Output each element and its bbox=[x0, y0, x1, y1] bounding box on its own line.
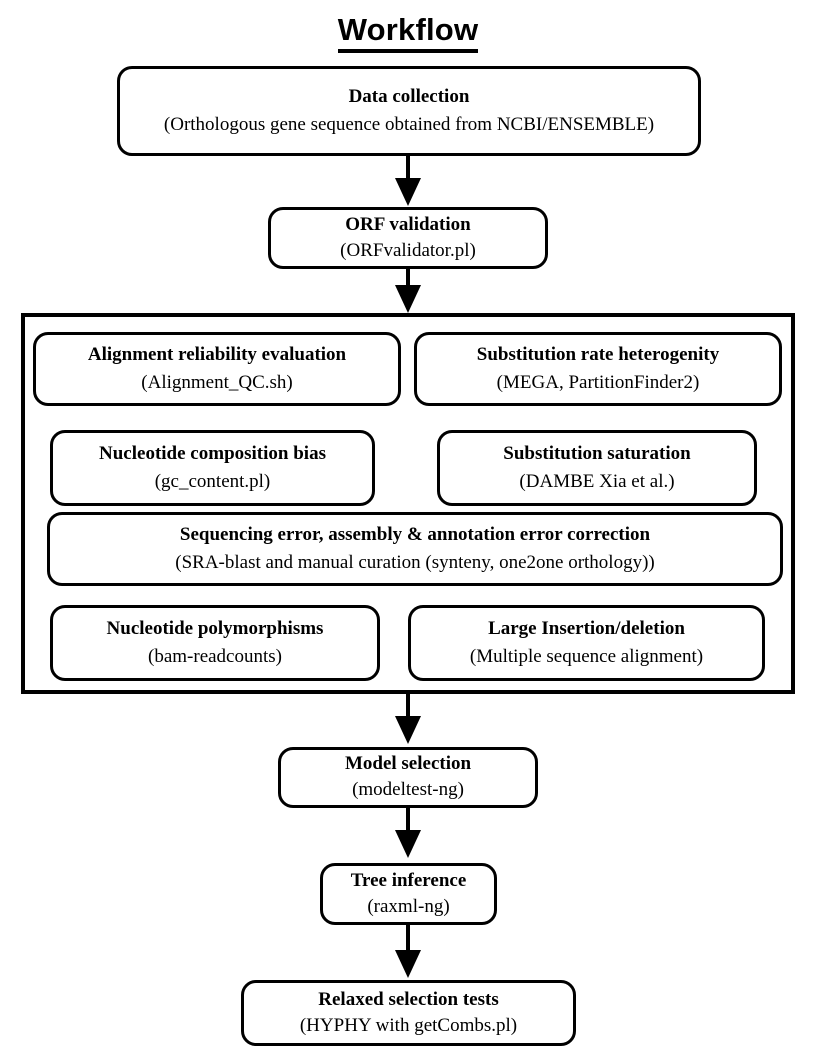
node-substitution-rate-heterogenity-subtitle: (MEGA, PartitionFinder2) bbox=[496, 371, 700, 393]
arrow-head bbox=[395, 178, 421, 206]
node-sequencing-assembly-annotation-error-correction-subtitle: (SRA-blast and manual curation (synteny,… bbox=[175, 551, 655, 573]
arrow-stem bbox=[406, 925, 410, 950]
node-alignment-reliability-evaluation-title: Alignment reliability evaluation bbox=[87, 343, 347, 365]
node-nucleotide-polymorphisms-subtitle: (bam-readcounts) bbox=[148, 645, 282, 667]
page-title: Workflow bbox=[0, 12, 816, 53]
node-sequencing-assembly-annotation-error-correction-title: Sequencing error, assembly & annotation … bbox=[179, 523, 651, 545]
node-model-selection-title: Model selection bbox=[344, 753, 472, 775]
node-data-collection-title: Data collection bbox=[348, 85, 470, 107]
arrow-stem bbox=[406, 694, 410, 716]
arrow-head bbox=[395, 285, 421, 313]
arrow-head bbox=[395, 950, 421, 978]
arrow-orf-validation-to-qc-group bbox=[393, 269, 423, 313]
arrow-data-collection-to-orf-validation bbox=[393, 156, 423, 206]
node-nucleotide-composition-bias-title: Nucleotide composition bias bbox=[99, 442, 326, 464]
arrow-stem bbox=[406, 269, 410, 285]
node-orf-validation-subtitle: (ORFvalidator.pl) bbox=[340, 239, 476, 261]
arrow-tree-inference-to-relaxed-selection-tests bbox=[393, 925, 423, 980]
node-large-insertion-deletion-title: Large Insertion/deletion bbox=[488, 617, 685, 639]
arrow-stem bbox=[406, 808, 410, 830]
arrow-head bbox=[395, 830, 421, 858]
node-alignment-reliability-evaluation: Alignment reliability evaluation (Alignm… bbox=[33, 332, 401, 406]
node-nucleotide-polymorphisms-title: Nucleotide polymorphisms bbox=[106, 617, 324, 639]
node-tree-inference: Tree inference (raxml-ng) bbox=[320, 863, 497, 925]
node-substitution-rate-heterogenity-title: Substitution rate heterogenity bbox=[476, 343, 720, 365]
page-title-text: Workflow bbox=[337, 12, 479, 53]
node-orf-validation-title: ORF validation bbox=[345, 213, 471, 235]
node-sequencing-assembly-annotation-error-correction: Sequencing error, assembly & annotation … bbox=[47, 512, 783, 586]
node-data-collection-subtitle: (Orthologous gene sequence obtained from… bbox=[163, 113, 655, 135]
node-large-insertion-deletion: Large Insertion/deletion (Multiple seque… bbox=[408, 605, 765, 681]
node-tree-inference-subtitle: (raxml-ng) bbox=[367, 895, 450, 917]
node-substitution-saturation-subtitle: (DAMBE Xia et al.) bbox=[519, 470, 675, 492]
node-substitution-saturation: Substitution saturation (DAMBE Xia et al… bbox=[437, 430, 757, 506]
node-nucleotide-polymorphisms: Nucleotide polymorphisms (bam-readcounts… bbox=[50, 605, 380, 681]
arrow-qc-group-to-model-selection bbox=[393, 694, 423, 746]
arrow-stem bbox=[406, 156, 410, 178]
node-substitution-rate-heterogenity: Substitution rate heterogenity (MEGA, Pa… bbox=[414, 332, 782, 406]
node-relaxed-selection-tests-title: Relaxed selection tests bbox=[318, 988, 499, 1010]
node-large-insertion-deletion-subtitle: (Multiple sequence alignment) bbox=[469, 645, 704, 667]
arrow-model-selection-to-tree-inference bbox=[393, 808, 423, 860]
node-data-collection: Data collection (Orthologous gene sequen… bbox=[117, 66, 701, 156]
node-model-selection-subtitle: (modeltest-ng) bbox=[352, 779, 464, 800]
node-relaxed-selection-tests-subtitle: (HYPHY with getCombs.pl) bbox=[299, 1014, 518, 1036]
node-tree-inference-title: Tree inference bbox=[350, 869, 467, 891]
node-alignment-reliability-evaluation-subtitle: (Alignment_QC.sh) bbox=[141, 371, 293, 393]
node-relaxed-selection-tests: Relaxed selection tests (HYPHY with getC… bbox=[241, 980, 576, 1046]
arrow-head bbox=[395, 716, 421, 744]
node-orf-validation: ORF validation (ORFvalidator.pl) bbox=[268, 207, 548, 269]
node-nucleotide-composition-bias-subtitle: (gc_content.pl) bbox=[154, 470, 271, 492]
node-substitution-saturation-title: Substitution saturation bbox=[503, 442, 691, 464]
node-model-selection: Model selection (modeltest-ng) bbox=[278, 747, 538, 808]
node-nucleotide-composition-bias: Nucleotide composition bias (gc_content.… bbox=[50, 430, 375, 506]
